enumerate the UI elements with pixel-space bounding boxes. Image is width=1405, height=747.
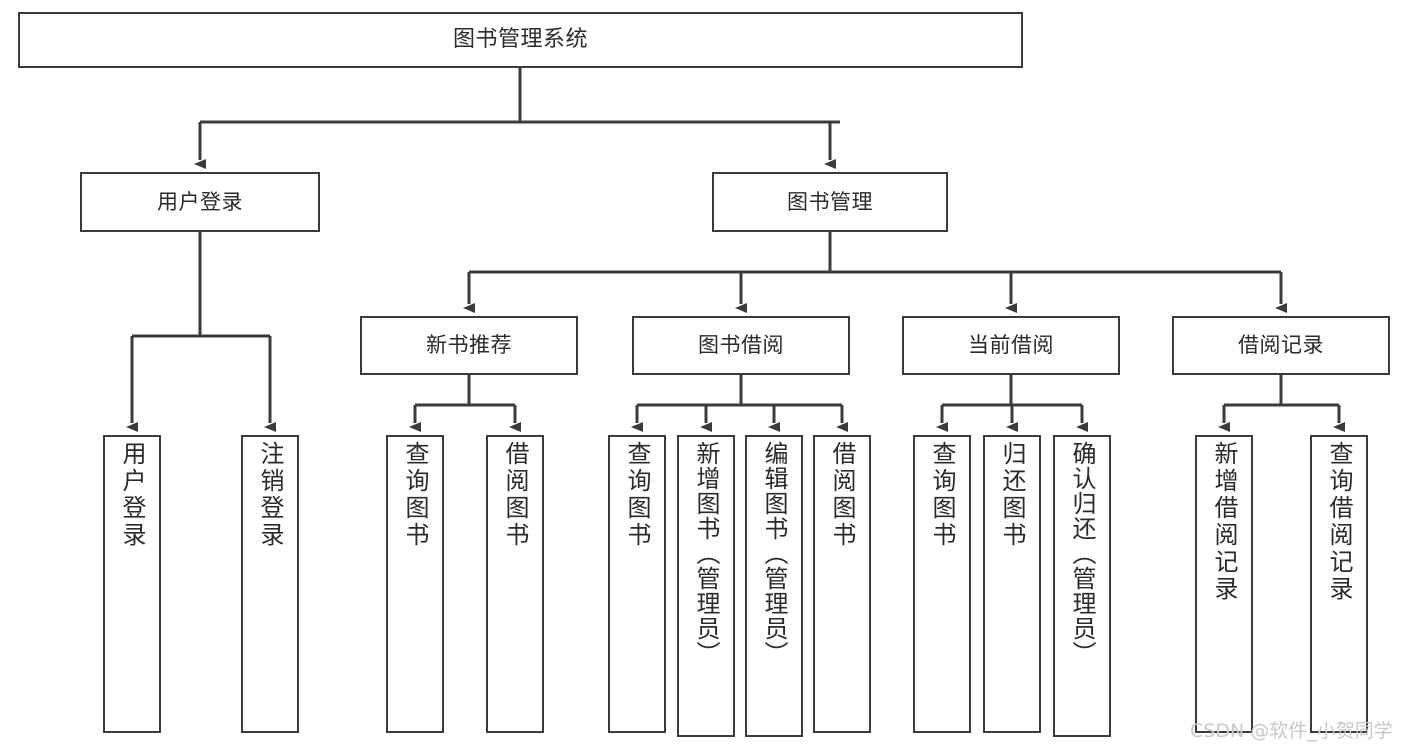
node-leaf-user-login[interactable]: 用户登录 bbox=[103, 435, 161, 733]
node-leaf-bb-edit-book-label: 编辑图书（管理员） bbox=[760, 441, 788, 666]
node-leaf-cb-return-book[interactable]: 归还图书 bbox=[983, 435, 1041, 733]
node-user-login[interactable]: 用户登录 bbox=[80, 172, 320, 232]
node-book-borrow-label: 图书借阅 bbox=[698, 333, 784, 358]
node-leaf-rec-query-book[interactable]: 查询图书 bbox=[386, 435, 444, 733]
node-leaf-bb-edit-book[interactable]: 编辑图书（管理员） bbox=[745, 435, 803, 737]
node-leaf-bb-add-book-label: 新增图书（管理员） bbox=[692, 441, 720, 666]
node-leaf-br-query-record-label: 查询借阅记录 bbox=[1325, 441, 1353, 603]
node-root[interactable]: 图书管理系统 bbox=[18, 12, 1023, 68]
node-borrow-record-label: 借阅记录 bbox=[1238, 333, 1324, 358]
node-borrow-record[interactable]: 借阅记录 bbox=[1172, 316, 1390, 375]
node-leaf-bb-query-book-label: 查询图书 bbox=[623, 441, 651, 549]
node-current-borrow[interactable]: 当前借阅 bbox=[902, 316, 1120, 375]
node-leaf-br-add-record[interactable]: 新增借阅记录 bbox=[1195, 435, 1253, 733]
node-leaf-bb-query-book[interactable]: 查询图书 bbox=[608, 435, 666, 733]
node-leaf-rec-borrow-book-label: 借阅图书 bbox=[501, 441, 529, 549]
node-leaf-br-query-record[interactable]: 查询借阅记录 bbox=[1310, 435, 1368, 733]
node-leaf-br-add-record-label: 新增借阅记录 bbox=[1210, 441, 1238, 603]
node-new-book-rec[interactable]: 新书推荐 bbox=[360, 316, 578, 375]
node-user-login-label: 用户登录 bbox=[157, 189, 243, 214]
node-leaf-user-logout[interactable]: 注销登录 bbox=[241, 435, 299, 733]
node-leaf-bb-borrow-book[interactable]: 借阅图书 bbox=[813, 435, 871, 733]
node-root-label: 图书管理系统 bbox=[452, 27, 588, 53]
node-leaf-cb-return-book-label: 归还图书 bbox=[998, 441, 1026, 549]
node-leaf-bb-add-book[interactable]: 新增图书（管理员） bbox=[677, 435, 735, 737]
node-book-manage[interactable]: 图书管理 bbox=[712, 172, 948, 232]
node-leaf-user-logout-label: 注销登录 bbox=[256, 441, 284, 549]
node-leaf-rec-borrow-book[interactable]: 借阅图书 bbox=[486, 435, 544, 733]
node-leaf-user-login-label: 用户登录 bbox=[118, 441, 146, 549]
node-leaf-cb-confirm-return[interactable]: 确认归还（管理员） bbox=[1053, 435, 1111, 737]
node-new-book-rec-label: 新书推荐 bbox=[426, 333, 512, 358]
node-leaf-cb-confirm-return-label: 确认归还（管理员） bbox=[1068, 441, 1096, 666]
node-book-borrow[interactable]: 图书借阅 bbox=[632, 316, 850, 375]
node-book-manage-label: 图书管理 bbox=[787, 189, 873, 214]
node-leaf-cb-query-book[interactable]: 查询图书 bbox=[913, 435, 971, 733]
node-current-borrow-label: 当前借阅 bbox=[968, 333, 1054, 358]
csdn-watermark: CSDN @软件_小贺同学 bbox=[1190, 720, 1393, 742]
node-leaf-bb-borrow-book-label: 借阅图书 bbox=[828, 441, 856, 549]
node-leaf-rec-query-book-label: 查询图书 bbox=[401, 441, 429, 549]
node-leaf-cb-query-book-label: 查询图书 bbox=[928, 441, 956, 549]
